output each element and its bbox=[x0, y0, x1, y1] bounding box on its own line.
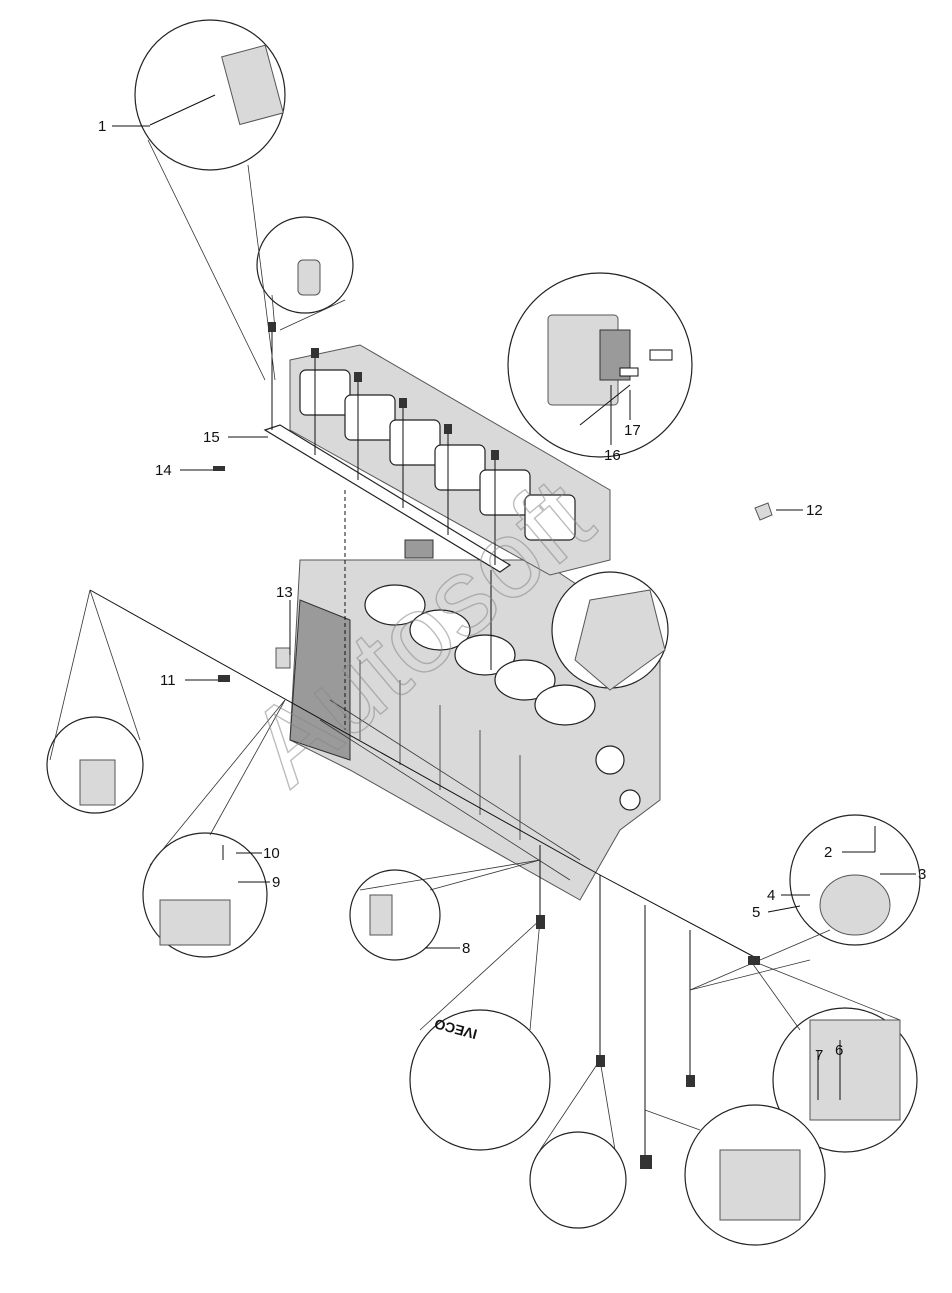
detail-circle-crank-sensor bbox=[349, 869, 441, 961]
callout-leaders bbox=[112, 125, 916, 1100]
ecu-bracket-parts bbox=[579, 349, 673, 426]
callout-10: 10 bbox=[263, 845, 280, 862]
callout-7: 7 bbox=[815, 1047, 823, 1064]
callout-3: 3 bbox=[918, 866, 926, 883]
part-14-bolt bbox=[213, 466, 225, 471]
part-12-bracket bbox=[754, 502, 773, 521]
part-11-bolt bbox=[218, 675, 230, 682]
callout-11: 11 bbox=[160, 672, 176, 689]
cylinder-head bbox=[289, 344, 611, 576]
callout-13: 13 bbox=[276, 584, 293, 601]
callout-2: 2 bbox=[824, 844, 832, 861]
callout-5: 5 bbox=[752, 904, 760, 921]
callout-9: 9 bbox=[272, 874, 280, 891]
callout-1: 1 bbox=[98, 118, 106, 135]
callout-15: 15 bbox=[203, 429, 220, 446]
callout-4: 4 bbox=[767, 887, 775, 904]
callout-6: 6 bbox=[835, 1042, 843, 1059]
callout-14: 14 bbox=[155, 462, 172, 479]
detail-circle-iveco-inset bbox=[409, 1009, 551, 1151]
callout-12: 12 bbox=[806, 502, 823, 519]
callout-8: 8 bbox=[462, 940, 470, 957]
detail-circle-speed-sensor bbox=[529, 1131, 627, 1229]
callout-labels: 1 2 3 4 5 6 7 8 9 10 11 12 13 14 15 16 1… bbox=[98, 118, 926, 1064]
detail-leaders bbox=[49, 139, 901, 1151]
callout-16: 16 bbox=[604, 447, 621, 464]
part-13-bracket bbox=[275, 647, 291, 669]
callout-17: 17 bbox=[624, 422, 641, 439]
injector-harness-rail bbox=[263, 322, 512, 670]
connector-bracket bbox=[404, 539, 434, 559]
